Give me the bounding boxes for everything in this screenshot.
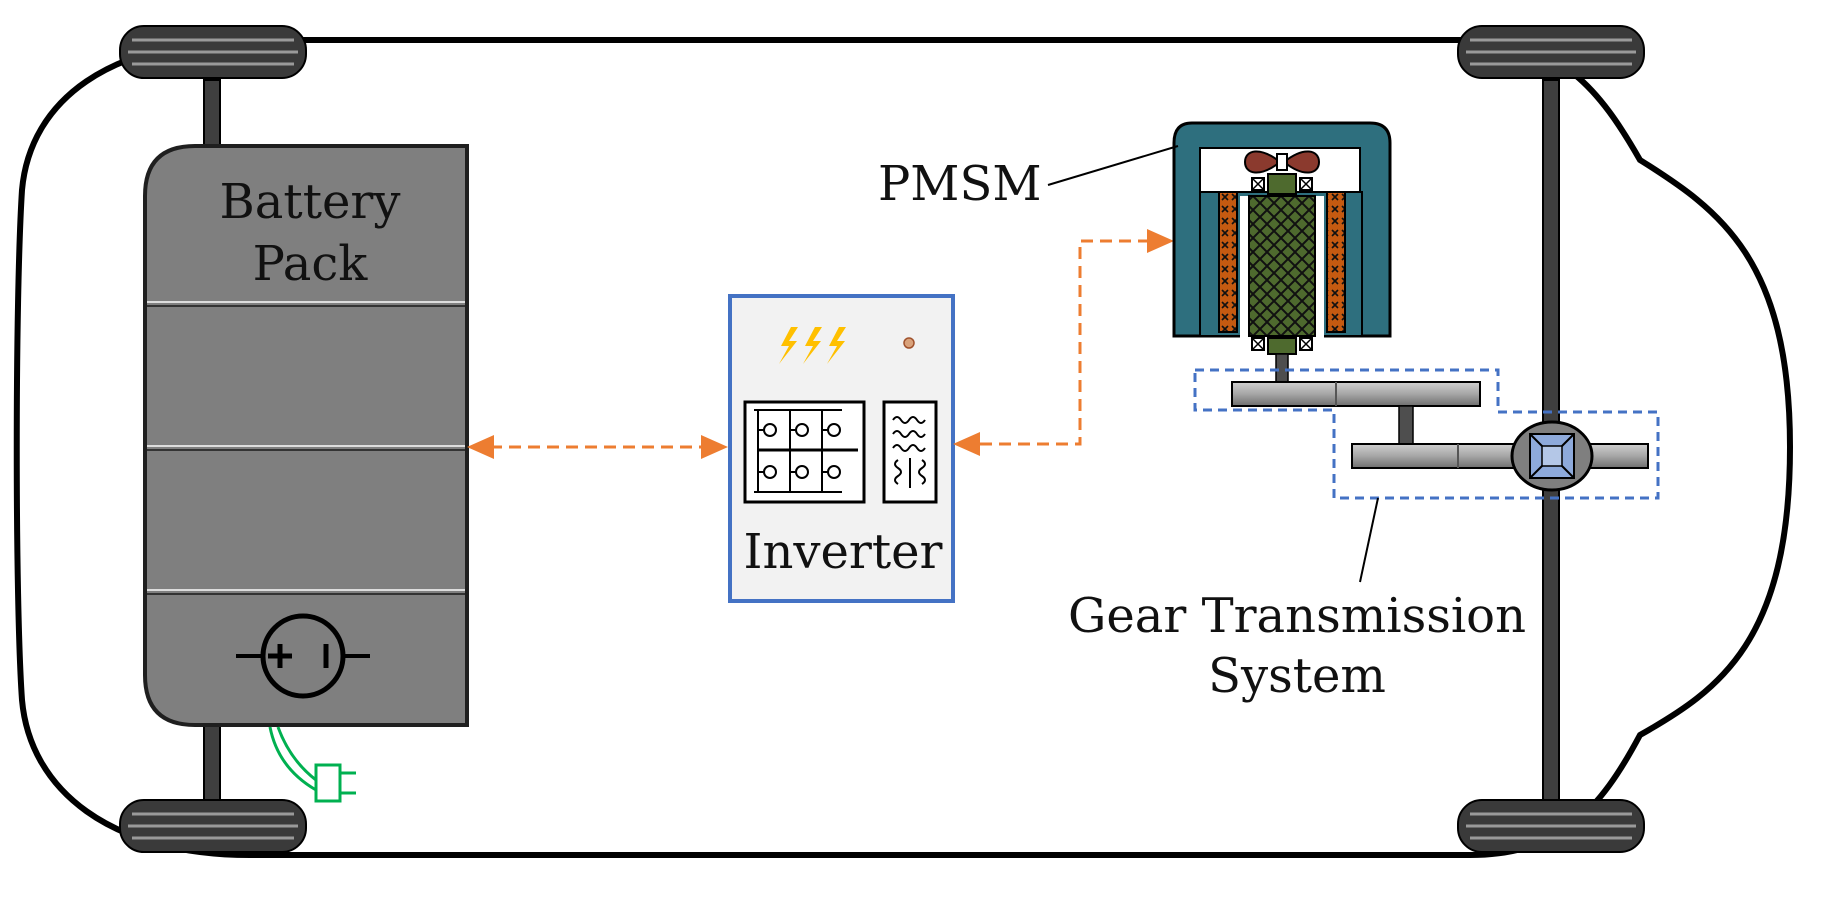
pmsm-motor [1172,121,1392,383]
wheel-rear-right [119,799,307,853]
transformer-icon [882,400,938,504]
battery-label-line2: Pack [253,236,369,292]
pmsm-leader-line [1047,145,1179,186]
lightning-bolt-icon [779,327,846,364]
fan-icon [1243,150,1321,174]
battery-terminal-icon [236,613,370,699]
gear-label-line2: System [1208,648,1386,704]
battery-pack: Battery Pack [143,144,469,727]
gear-label-line1: Gear Transmission [1068,588,1526,644]
plug-icon [268,726,356,803]
inverter-motor-power-flow [953,229,1174,456]
battery-label-line1: Battery [220,174,401,230]
igbt-bridge-icon [743,400,866,504]
gear-transmission-system [1193,368,1660,500]
inverter-label: Inverter [744,524,943,580]
wheel-rear-left [119,25,307,79]
gear-leader-line [1359,497,1379,583]
pmsm-label: PMSM [878,156,1041,212]
battery-inverter-power-flow [467,435,728,459]
inverter: Inverter [728,294,955,603]
wheel-front-left [1457,25,1645,79]
differential-icon [1510,420,1594,492]
status-led-icon [903,337,915,349]
wheel-front-right [1457,799,1645,853]
